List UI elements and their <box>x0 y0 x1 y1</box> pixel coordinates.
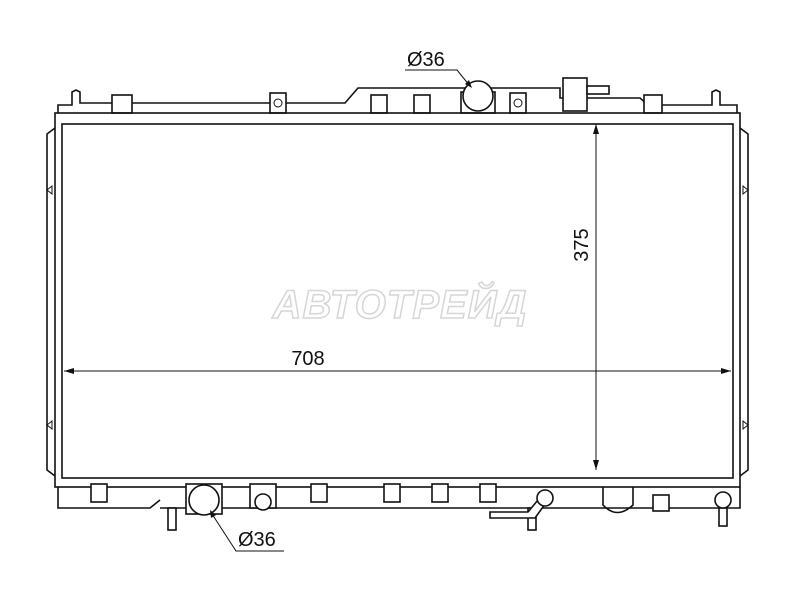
height-label: 375 <box>571 228 593 261</box>
bottom-pipe-leader <box>210 510 284 552</box>
top-tank <box>57 77 738 114</box>
width-label: 708 <box>291 348 324 370</box>
top-pipe-leader <box>405 69 472 88</box>
bottom-outlet-pipe <box>185 483 223 516</box>
top-filler-cap <box>460 80 496 114</box>
watermark-logo: АВТОТРЕЙД <box>272 280 528 327</box>
bottom-pipe-diameter-label: Ø36 <box>238 529 276 551</box>
bottom-tank <box>57 483 741 531</box>
height-dimension <box>593 124 599 470</box>
right-side-bracket <box>739 127 749 477</box>
radiator-core <box>61 123 734 479</box>
top-pipe-diameter-label: Ø36 <box>407 49 445 71</box>
width-dimension <box>64 368 731 374</box>
left-side-bracket <box>46 127 56 477</box>
